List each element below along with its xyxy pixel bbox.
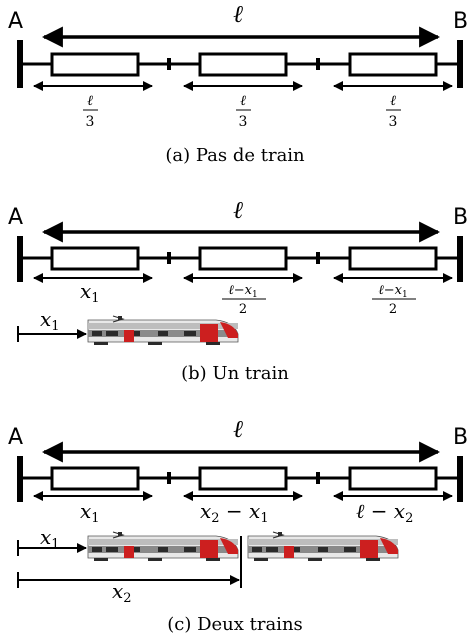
svg-text:ℓ−x1: ℓ−x1 <box>228 283 257 300</box>
segment-label-3: ℓ−x1 2 <box>372 283 416 317</box>
svg-text:ℓ: ℓ <box>87 93 93 109</box>
length-label: ℓ <box>233 196 243 224</box>
offset-label-1: x1 <box>40 525 60 552</box>
svg-text:ℓ: ℓ <box>240 93 246 109</box>
svg-text:ℓ: ℓ <box>390 93 396 109</box>
length-label: ℓ <box>233 415 243 443</box>
label-B: B <box>453 9 468 34</box>
segment-label-1: ℓ 3 <box>83 93 98 130</box>
label-A: A <box>8 205 23 230</box>
block-1 <box>50 246 140 271</box>
block-2 <box>198 246 288 271</box>
segment-label-1: x1 <box>80 279 100 306</box>
svg-text:3: 3 <box>239 114 248 130</box>
caption-b: (b) Un train <box>181 363 289 384</box>
caption-a: (a) Pas de train <box>165 145 305 166</box>
panel-a: A B ℓ ℓ 3 ℓ 3 ℓ 3 (a) Pas de train <box>8 0 468 166</box>
block-3 <box>348 52 438 77</box>
block-1 <box>50 52 140 77</box>
block-2 <box>198 466 288 491</box>
svg-text:ℓ−x1: ℓ−x1 <box>378 283 407 300</box>
block-3 <box>348 466 438 491</box>
block-3 <box>348 246 438 271</box>
label-A: A <box>8 9 23 34</box>
label-A: A <box>8 425 23 450</box>
svg-text:2: 2 <box>389 302 397 317</box>
svg-text:3: 3 <box>86 114 95 130</box>
block-2 <box>198 52 288 77</box>
block-1 <box>50 466 140 491</box>
train-1 <box>87 531 239 562</box>
segment-label-3: ℓ 3 <box>386 93 401 130</box>
panel-c: A B ℓ x1 x2 − x1 ℓ − x2 x1 x2 (c) Deux t… <box>8 415 468 635</box>
segment-label-2: ℓ 3 <box>236 93 251 130</box>
svg-text:2: 2 <box>239 302 247 317</box>
label-B: B <box>453 205 468 230</box>
segment-label-2: x2 − x1 <box>200 499 269 526</box>
offset-label-2: x2 <box>112 579 132 606</box>
train <box>87 315 239 346</box>
length-label: ℓ <box>233 0 243 28</box>
svg-text:3: 3 <box>389 114 398 130</box>
segment-label-3: ℓ − x2 <box>356 499 413 526</box>
label-B: B <box>453 425 468 450</box>
train-2 <box>247 531 399 562</box>
segment-label-2: ℓ−x1 2 <box>222 283 266 317</box>
offset-label: x1 <box>40 307 60 334</box>
caption-c: (c) Deux trains <box>167 614 303 635</box>
segment-label-1: x1 <box>80 499 100 526</box>
panel-b: A B ℓ x1 ℓ−x1 2 ℓ−x1 2 x1 (b) Un tra <box>8 196 468 384</box>
